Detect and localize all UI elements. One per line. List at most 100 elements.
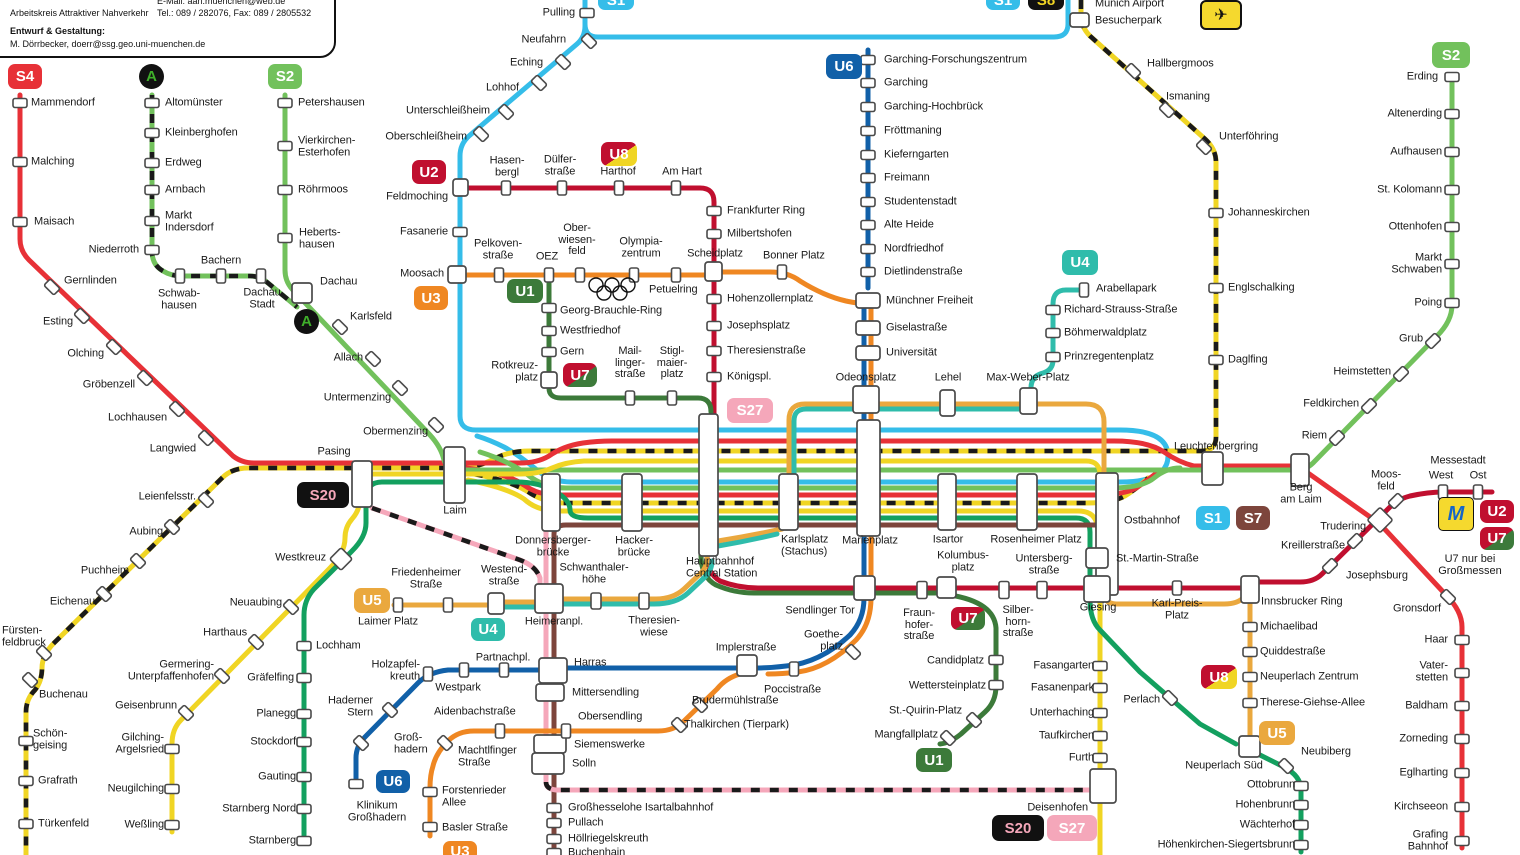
station-marker bbox=[458, 662, 470, 678]
station-marker bbox=[136, 369, 154, 387]
station-marker bbox=[296, 835, 312, 847]
station-marker bbox=[381, 701, 399, 719]
station-label: Weßling bbox=[124, 818, 165, 831]
station-label: Scheidplatz bbox=[687, 247, 743, 260]
station-label: Schön- geising bbox=[33, 727, 68, 751]
station-label: Milbertshofen bbox=[727, 227, 792, 240]
olympic-rings-icon bbox=[588, 277, 604, 293]
station-marker bbox=[282, 598, 300, 616]
station-marker bbox=[1208, 354, 1224, 366]
station-marker bbox=[277, 184, 293, 196]
station-label: Fraun- hofer- straße bbox=[903, 606, 935, 642]
station-marker bbox=[331, 318, 349, 336]
station-marker bbox=[939, 729, 957, 747]
line-badge-u6: U6 bbox=[376, 770, 410, 793]
station-marker bbox=[197, 429, 215, 447]
station-label: West bbox=[1428, 469, 1454, 482]
station-marker bbox=[164, 783, 180, 795]
station-label: Neuaubing bbox=[229, 596, 282, 609]
station-label: Fasangarten bbox=[1033, 659, 1094, 672]
station-label: Puchheim bbox=[80, 564, 129, 577]
station-label: Kieferngarten bbox=[884, 148, 949, 161]
station-marker bbox=[296, 640, 312, 652]
station-label: Ober- wiesen- feld bbox=[558, 221, 596, 257]
station-label: Trudering bbox=[1320, 520, 1366, 533]
station-marker bbox=[1454, 801, 1470, 813]
station-marker bbox=[18, 818, 34, 830]
station-marker bbox=[574, 267, 586, 283]
station-marker bbox=[670, 716, 688, 734]
station-marker bbox=[546, 817, 562, 829]
line-badge-u6: U6 bbox=[826, 54, 862, 79]
station-marker bbox=[1293, 799, 1309, 811]
rail-line-u4 bbox=[1028, 287, 1085, 391]
station-label: Erding bbox=[1406, 70, 1438, 83]
station-marker bbox=[860, 243, 876, 255]
station-marker bbox=[1439, 588, 1457, 606]
station-label: Lochhausen bbox=[108, 411, 167, 424]
interchange-box bbox=[939, 389, 956, 417]
station-label: Malching bbox=[31, 155, 75, 168]
interchange-box bbox=[936, 576, 957, 599]
interchange-box bbox=[856, 419, 881, 537]
station-marker bbox=[860, 196, 876, 208]
line-badge-u7: U7 bbox=[951, 607, 985, 630]
station-label: Baldham bbox=[1405, 699, 1448, 712]
station-label: Stockdorf bbox=[250, 735, 296, 748]
station-label: Pulling bbox=[542, 6, 575, 19]
station-label: Petershausen bbox=[298, 96, 365, 109]
station-label: Innsbrucker Ring bbox=[1261, 595, 1343, 608]
olympic-rings-icon bbox=[596, 285, 612, 301]
station-marker bbox=[1454, 733, 1470, 745]
station-marker bbox=[638, 592, 650, 610]
station-marker bbox=[213, 667, 231, 685]
station-marker bbox=[144, 215, 160, 227]
station-marker bbox=[706, 228, 722, 240]
station-label: Pasing bbox=[317, 445, 351, 458]
station-marker bbox=[1045, 327, 1061, 339]
station-label: Markt Schwaben bbox=[1391, 251, 1442, 275]
line-badge-s1: S1 bbox=[1196, 506, 1230, 530]
station-label: Englschalking bbox=[1228, 281, 1295, 294]
station-marker bbox=[352, 734, 370, 752]
station-marker bbox=[1208, 282, 1224, 294]
station-label: Grafrath bbox=[38, 774, 78, 787]
station-label: Garching-Forschungszentrum bbox=[884, 53, 1027, 66]
station-label: Am Hart bbox=[662, 165, 702, 178]
station-marker bbox=[706, 320, 722, 332]
station-marker bbox=[1195, 138, 1213, 156]
station-label: Leienfelsstr. bbox=[138, 490, 197, 503]
station-label: Laim bbox=[443, 504, 467, 517]
station-label: Michaelibad bbox=[1260, 620, 1318, 633]
station-label: Gernlinden bbox=[64, 274, 117, 287]
station-marker bbox=[706, 345, 722, 357]
rail-line-u4 bbox=[559, 558, 715, 607]
station-marker bbox=[436, 734, 454, 752]
rail-line-u2 bbox=[452, 185, 717, 265]
rail-dash-s27 bbox=[543, 781, 1094, 793]
station-label: Mangfallplatz bbox=[874, 728, 938, 741]
station-marker bbox=[1367, 507, 1393, 533]
station-label: Deisenhofen bbox=[1027, 801, 1088, 814]
interchange-box bbox=[452, 178, 469, 197]
interchange-box bbox=[736, 654, 758, 677]
station-label: Kolumbus- platz bbox=[937, 549, 989, 573]
rail-line-u3 bbox=[765, 595, 874, 677]
station-marker bbox=[1092, 660, 1108, 672]
station-label: Freimann bbox=[884, 171, 930, 184]
station-label: Aufhausen bbox=[1390, 145, 1442, 158]
station-label: Dietlindenstraße bbox=[884, 265, 963, 278]
station-marker bbox=[916, 580, 928, 600]
station-marker bbox=[12, 216, 28, 228]
station-label: Josephsburg bbox=[1346, 569, 1408, 582]
station-label: Dachau Stadt bbox=[243, 286, 281, 310]
station-marker bbox=[1078, 282, 1090, 298]
station-label: Munich Airport bbox=[1095, 0, 1164, 10]
interchange-box bbox=[535, 683, 565, 702]
station-marker bbox=[543, 267, 555, 283]
rail-line-s2 bbox=[477, 449, 1183, 491]
station-label: Hasen- bergl bbox=[489, 154, 525, 178]
interchange-box bbox=[621, 473, 643, 532]
station-label: Lochham bbox=[316, 639, 361, 652]
interchange-box bbox=[855, 292, 881, 309]
